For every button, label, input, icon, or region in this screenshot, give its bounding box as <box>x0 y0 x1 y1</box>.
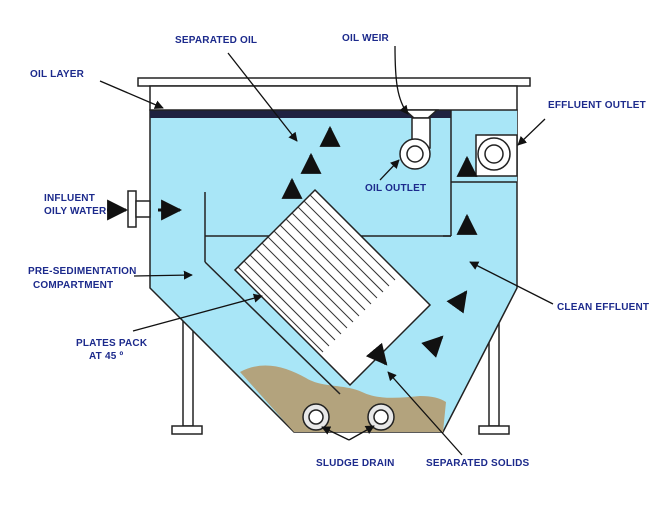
label-oil-weir: OIL WEIR <box>342 33 390 44</box>
left-foot <box>171 425 203 435</box>
label-effluent-outlet: EFFLUENT OUTLET <box>548 100 646 111</box>
label-influent-line1: INFLUENT <box>44 193 95 204</box>
label-separated-oil: SEPARATED OIL <box>175 35 257 46</box>
oil-layer-band <box>150 110 451 118</box>
oil-outlet-pipe <box>399 138 431 170</box>
callout-arrows <box>99 45 554 456</box>
label-separated-solids: SEPARATED SOLIDS <box>426 458 530 469</box>
label-oil-layer: OIL LAYER <box>30 69 85 80</box>
label-pre-sed-line1: PRE-SEDIMENTATION <box>28 266 137 277</box>
label-influent-line2: OILY WATER <box>44 206 107 217</box>
label-pre-sed-line2: COMPARTMENT <box>33 280 113 291</box>
sludge-drains <box>302 403 395 431</box>
flow-arrows <box>107 125 478 366</box>
arrow-solids-down <box>365 342 388 366</box>
arrow-diag-1 <box>421 335 444 358</box>
label-plates-line1: PLATES PACK <box>76 338 148 349</box>
label-sludge-drain: SLUDGE DRAIN <box>316 458 395 469</box>
influent-pipe <box>127 190 151 228</box>
effluent-outlet-pipe <box>475 134 518 177</box>
label-clean-effluent: CLEAN EFFLUENT <box>557 302 649 313</box>
tank-upper-wall <box>149 85 518 111</box>
top-cover <box>137 77 531 87</box>
arrow-diag-2 <box>446 290 468 314</box>
label-plates-line2: AT 45 º <box>89 351 123 362</box>
labels: OIL LAYER SEPARATED OIL OIL WEIR EFFLUEN… <box>28 33 649 469</box>
label-oil-outlet: OIL OUTLET <box>365 183 426 194</box>
right-foot <box>478 425 510 435</box>
